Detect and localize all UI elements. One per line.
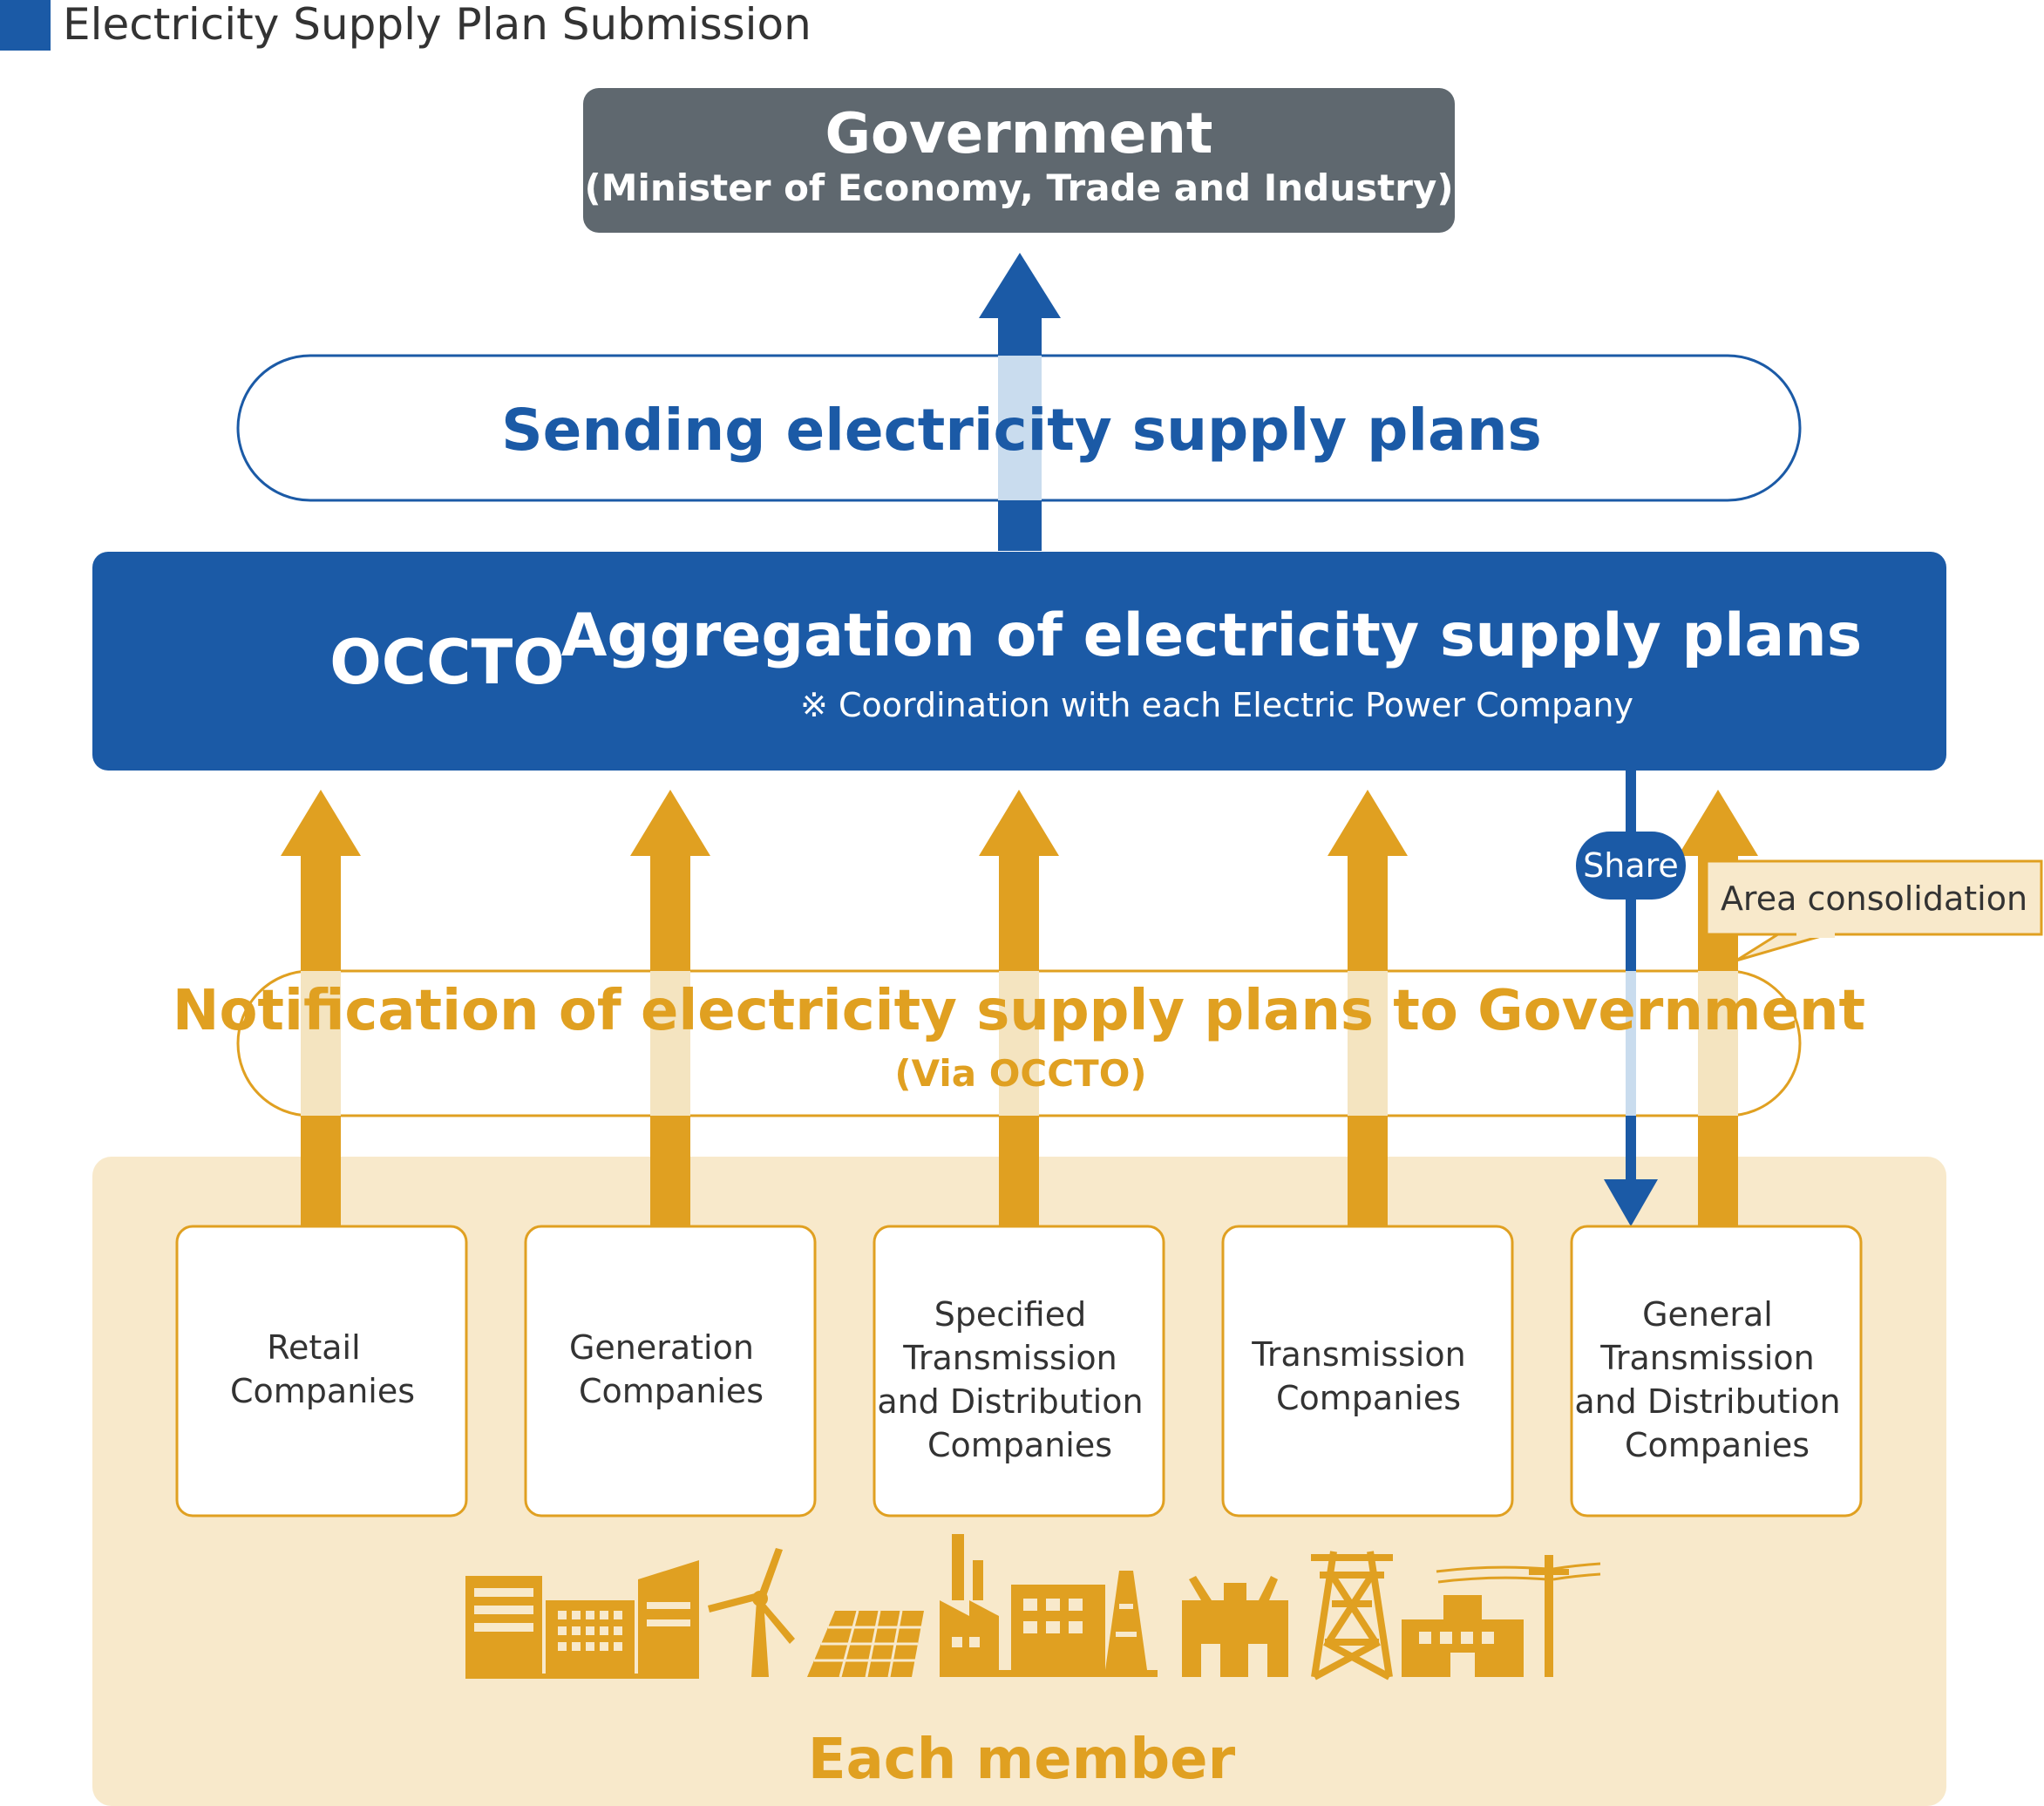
area-consolidation-callout: Area consolidation	[1705, 859, 2043, 962]
arrow-to-government	[979, 253, 1061, 551]
company-box-generation	[524, 1225, 817, 1517]
arrow-transmission	[1328, 790, 1408, 1226]
sending-label: Sending electricity supply plans	[501, 397, 1542, 464]
power-plant-icon	[1011, 1571, 1147, 1670]
area-consolidation-label: Area consolidation	[1721, 879, 2027, 918]
government-box	[583, 88, 1455, 233]
company-label-retail: Retail Companies	[230, 1328, 415, 1410]
page-title: Electricity Supply Plan Submission	[63, 0, 811, 50]
company-label-transmission: Transmission Companies	[1251, 1335, 1477, 1417]
office-buildings-icon	[465, 1560, 699, 1679]
company-box-specified	[873, 1225, 1165, 1517]
occto-note: ※ Coordination with each Electric Power …	[800, 686, 1633, 724]
solar-panel-icon	[807, 1610, 924, 1678]
transmission-tower-icon	[1311, 1551, 1393, 1680]
company-box-retail	[175, 1225, 468, 1517]
company-label-generation: Generation Companies	[569, 1328, 764, 1410]
government-title: Government	[825, 102, 1213, 166]
members-label: Each member	[808, 1728, 1236, 1792]
arrow-specified	[979, 790, 1059, 1226]
substation-building-icon	[1182, 1576, 1288, 1677]
company-box-transmission	[1221, 1225, 1514, 1517]
occto-title: Aggregation of electricity supply plans	[561, 601, 1862, 670]
arrow-retail	[281, 790, 361, 1226]
occto-box	[92, 552, 1946, 771]
share-badge: Share	[1576, 832, 1686, 900]
title-marker	[0, 0, 51, 51]
utility-pole-icon	[1436, 1555, 1601, 1677]
factory-icon	[940, 1534, 1158, 1677]
wind-turbine-icon	[708, 1548, 795, 1677]
share-label: Share	[1583, 846, 1679, 885]
occto-name: OCCTO	[329, 627, 565, 698]
notification-subtitle: (Via OCCTO)	[894, 1052, 1146, 1095]
company-label-specified: Specified Transmission and Distribution …	[877, 1295, 1153, 1464]
company-label-general: General Transmission and Distribution Co…	[1574, 1295, 1850, 1464]
company-box-general	[1570, 1225, 1863, 1517]
utility-building-icon	[1402, 1595, 1524, 1677]
arrow-generation	[630, 790, 710, 1226]
government-subtitle: (Minister of Economy, Trade and Industry…	[584, 166, 1453, 209]
notification-title: Notification of electricity supply plans…	[173, 979, 1865, 1043]
